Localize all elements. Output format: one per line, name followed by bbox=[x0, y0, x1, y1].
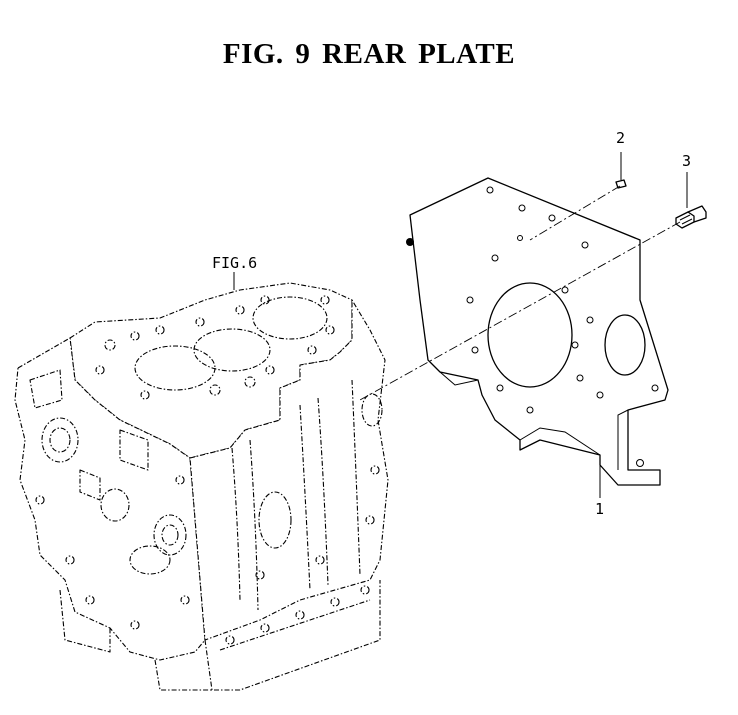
cylinder-block-outline bbox=[14, 282, 389, 691]
bolt-part-3 bbox=[675, 205, 707, 229]
assembly-lines bbox=[359, 185, 681, 401]
callout-reference-fig6: FIG.6 bbox=[212, 254, 257, 272]
callout-part-3: 3 bbox=[682, 152, 691, 170]
callout-leaders bbox=[233, 152, 688, 498]
callout-part-1: 1 bbox=[595, 500, 604, 518]
callout-part-2: 2 bbox=[616, 129, 625, 147]
rear-plate bbox=[406, 177, 669, 486]
plug-part-2 bbox=[615, 179, 627, 189]
figure-title: FIG. 9 REAR PLATE bbox=[222, 38, 516, 70]
